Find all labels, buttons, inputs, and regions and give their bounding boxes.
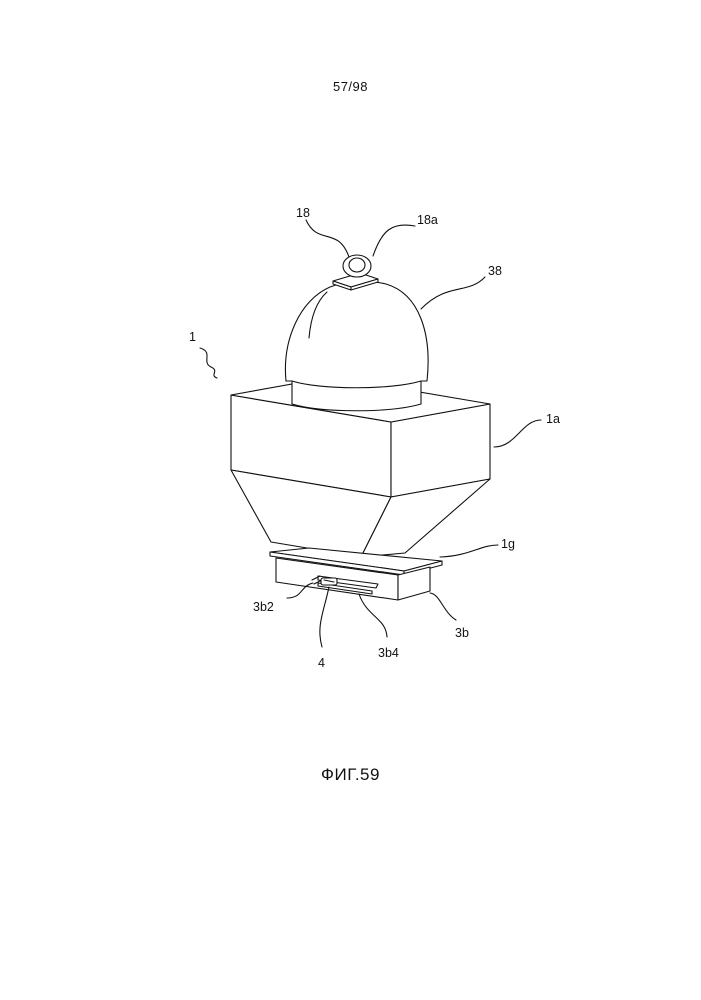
label-1g: 1g	[501, 537, 515, 551]
label-18a: 18a	[417, 213, 438, 227]
label-1a: 1a	[546, 412, 560, 426]
figure-caption: ФИГ.59	[0, 765, 701, 785]
label-18: 18	[296, 206, 310, 220]
label-38: 38	[488, 264, 502, 278]
dome-cap	[285, 282, 428, 411]
label-3b: 3b	[455, 626, 469, 640]
label-4: 4	[318, 656, 325, 670]
label-1: 1	[189, 330, 196, 344]
label-3b2: 3b2	[253, 600, 274, 614]
label-3b4: 3b4	[378, 646, 399, 660]
shutter-member	[321, 578, 337, 585]
